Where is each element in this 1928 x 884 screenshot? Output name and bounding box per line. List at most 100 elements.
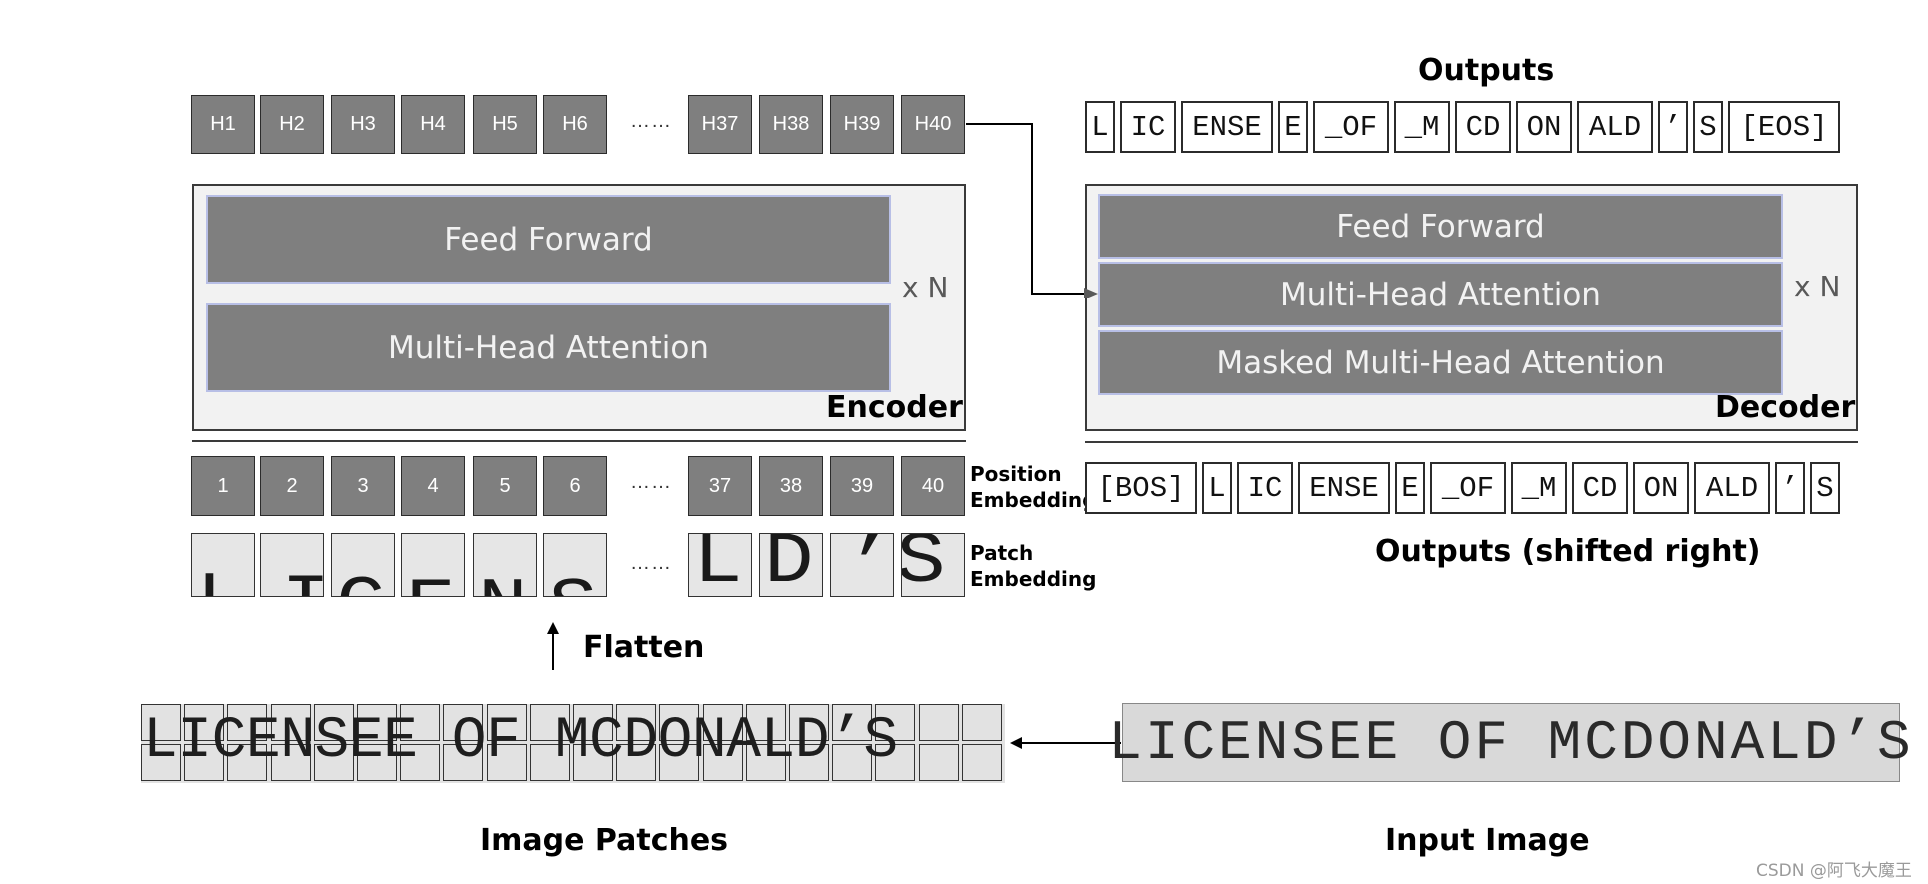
encoder-to-decoder-connector — [966, 123, 1098, 298]
shifted-output-token: ’ — [1775, 462, 1805, 514]
output-token: _OF — [1313, 101, 1389, 153]
decoder-label: Decoder — [1715, 390, 1856, 425]
position-embedding-label: Position Embedding — [970, 461, 1096, 513]
output-token: L — [1085, 101, 1115, 153]
patch-embedding-label-line2: Embedding — [970, 567, 1097, 591]
decoder-divider — [1085, 441, 1858, 443]
patch-glyph: L — [196, 566, 246, 596]
image-patch-cell — [573, 743, 613, 781]
decoder-repeat-label: x N — [1794, 270, 1841, 303]
input-image-label: Input Image — [1385, 823, 1590, 858]
image-patch-cell — [961, 704, 1002, 741]
image-patch-cell — [357, 743, 397, 781]
shifted-output-token: CD — [1572, 462, 1628, 514]
position-embedding-6: 6 — [543, 456, 607, 516]
patch-glyph: I — [281, 568, 323, 596]
image-patch-cell — [702, 743, 743, 781]
encoder-repeat-label: x N — [902, 271, 949, 304]
image-patches-strip: LICENSEE OF MCDONALD’S — [141, 704, 1005, 783]
image-patches-text: LICENSEE OF MCDONALD’S — [143, 709, 898, 774]
patch-embedding-5: N — [473, 533, 537, 597]
hidden-state-ellipsis: …… — [630, 110, 672, 132]
image-patch-cell — [616, 704, 657, 741]
patch-glyph: C — [336, 570, 386, 596]
hidden-state-h4: H4 — [401, 95, 465, 154]
output-token: ’ — [1658, 101, 1688, 153]
position-embedding-40: 40 — [901, 456, 965, 516]
image-patch-cell — [443, 704, 484, 741]
patch-embedding-38: D — [759, 533, 823, 597]
image-patch-cell — [573, 704, 613, 741]
image-patch-cell — [875, 704, 916, 741]
image-patch-cell — [227, 743, 268, 781]
shifted-output-token: _M — [1511, 462, 1567, 514]
output-token: ON — [1516, 101, 1572, 153]
image-patch-cell — [961, 743, 1002, 781]
image-patch-cell — [400, 743, 441, 781]
image-patch-cell — [443, 743, 484, 781]
output-token: CD — [1455, 101, 1511, 153]
position-embedding-4: 4 — [401, 456, 465, 516]
patch-glyph: N — [478, 572, 528, 596]
outputs-title: Outputs — [1418, 53, 1555, 88]
patch-embedding-2: I — [260, 533, 324, 597]
position-ellipsis: …… — [630, 471, 672, 493]
output-token: S — [1693, 101, 1723, 153]
flatten-label: Flatten — [583, 630, 705, 665]
patch-glyph: ’ — [845, 533, 894, 597]
hidden-state-h40: H40 — [901, 95, 965, 154]
position-embedding-label-line2: Embedding — [970, 488, 1097, 512]
image-patch-cell — [745, 704, 786, 741]
position-embedding-label-line1: Position — [970, 462, 1062, 486]
hidden-state-h37: H37 — [688, 95, 752, 154]
output-token: ALD — [1577, 101, 1653, 153]
flatten-arrow — [547, 622, 559, 670]
image-patch-cell — [486, 743, 527, 781]
image-patches-label: Image Patches — [480, 823, 729, 858]
image-patch-cell — [832, 743, 873, 781]
image-patch-cell — [184, 743, 225, 781]
patch-embedding-4: E — [401, 533, 465, 597]
shifted-output-token: E — [1395, 462, 1425, 514]
position-embedding-37: 37 — [688, 456, 752, 516]
patch-embedding-label: Patch Embedding — [970, 540, 1096, 592]
patch-glyph: L — [693, 533, 743, 597]
image-patch-cell — [270, 743, 311, 781]
output-token: _M — [1394, 101, 1450, 153]
image-patch-cell — [875, 743, 916, 781]
hidden-state-h1: H1 — [191, 95, 255, 154]
shifted-output-token: S — [1810, 462, 1840, 514]
image-patch-cell — [789, 704, 829, 741]
image-patch-cell — [184, 704, 225, 741]
hidden-state-h39: H39 — [830, 95, 894, 154]
image-patch-cell — [529, 743, 570, 781]
patch-glyph: S — [902, 534, 946, 596]
patch-embedding-6: S — [543, 533, 607, 597]
image-patch-cell — [659, 704, 700, 741]
image-patch-cell — [918, 743, 959, 781]
output-token: E — [1278, 101, 1308, 153]
hidden-state-h5: H5 — [473, 95, 537, 154]
decoder-feed-forward-block: Feed Forward — [1098, 194, 1783, 259]
output-token: ENSE — [1181, 101, 1273, 153]
image-patch-cell — [400, 704, 441, 741]
position-embedding-38: 38 — [759, 456, 823, 516]
hidden-state-h2: H2 — [260, 95, 324, 154]
input-image: LICENSEE OF MCDONALD’S — [1108, 703, 1911, 782]
output-token: IC — [1120, 101, 1176, 153]
shifted-output-token: IC — [1237, 462, 1293, 514]
patch-embedding-40: S — [901, 533, 965, 597]
image-patch-cell — [486, 704, 527, 741]
output-token: [EOS] — [1728, 101, 1840, 153]
position-embedding-5: 5 — [473, 456, 537, 516]
image-patch-cell — [270, 704, 311, 741]
input-to-patches-arrow — [1010, 737, 1121, 749]
image-patch-cell — [141, 704, 181, 741]
decoder-cross-attention-block: Multi-Head Attention — [1098, 262, 1783, 327]
image-patch-cell — [789, 743, 829, 781]
image-patch-cell — [918, 704, 959, 741]
patch-ellipsis: …… — [630, 552, 672, 574]
encoder-divider — [192, 440, 966, 442]
position-embedding-3: 3 — [331, 456, 395, 516]
